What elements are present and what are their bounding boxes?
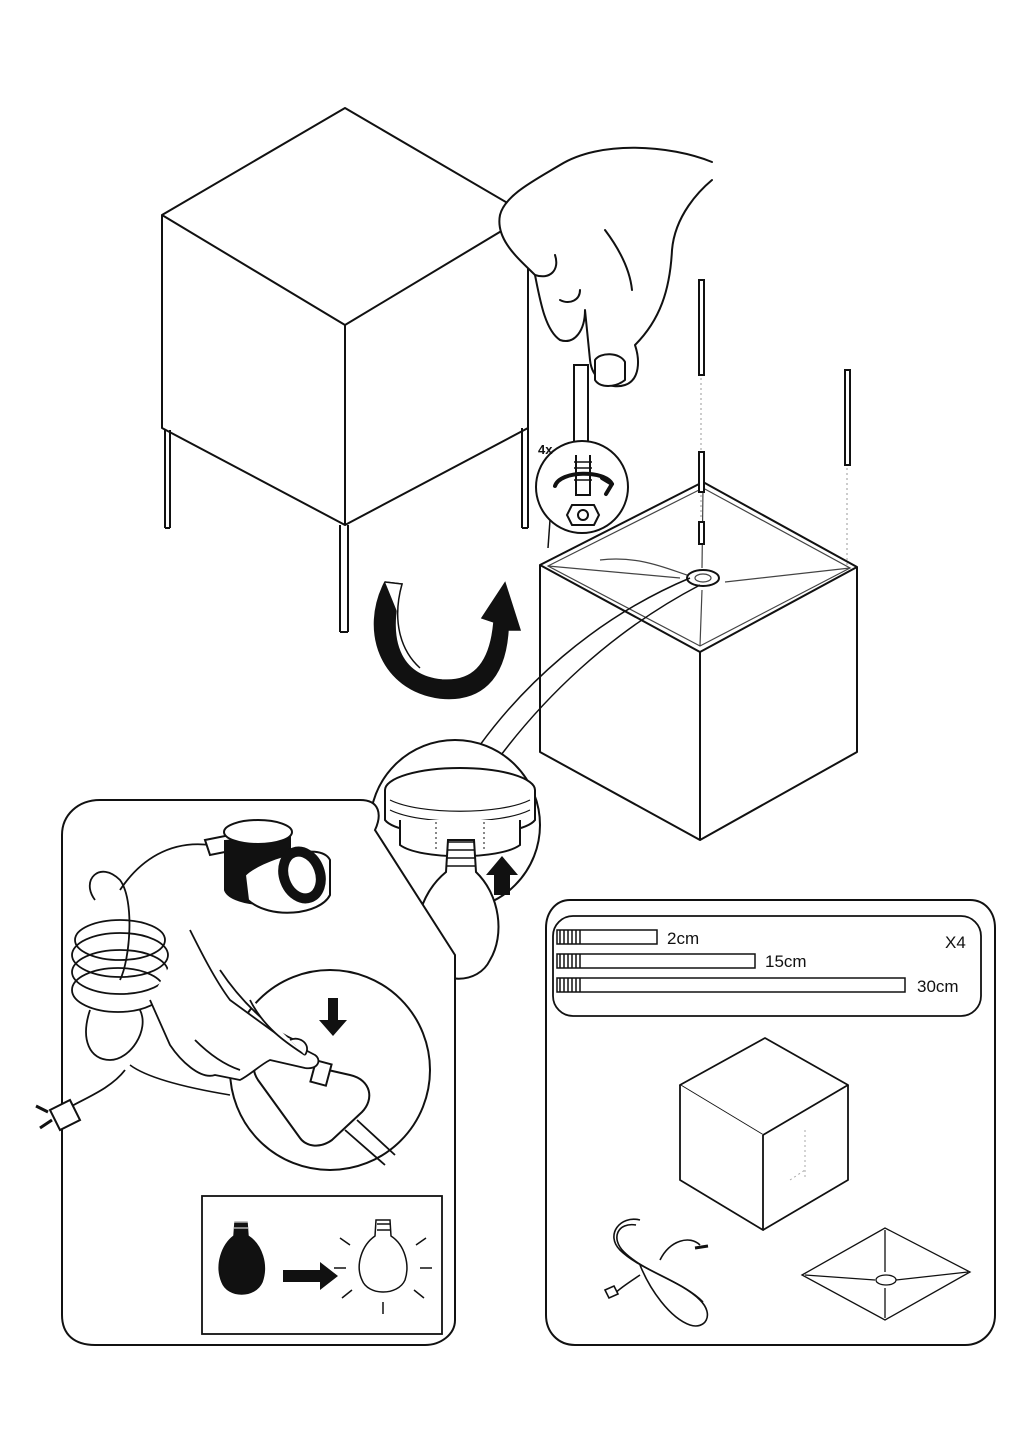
rod-2cm [556, 929, 658, 945]
switch-panel [35, 799, 456, 1346]
quantity-label: 4x [538, 442, 553, 457]
lamp-shade-inverted [539, 481, 858, 841]
light-bulb-icon [334, 1219, 432, 1314]
right-arrow-icon [283, 1262, 338, 1290]
lamp-shade-assembled [161, 107, 529, 633]
rod-30cm [556, 977, 906, 993]
flip-arrow-icon [373, 581, 522, 700]
nut-detail-callout [535, 440, 629, 549]
down-arrow-icon [319, 998, 347, 1036]
hand-icon [149, 929, 320, 1081]
cable-path [479, 577, 701, 771]
rod-30cm-label: 30cm [917, 977, 959, 996]
socket [203, 819, 331, 914]
cord-part [603, 1218, 709, 1327]
parts-panel: 2cm 15cm 30cm X4 [545, 899, 996, 1346]
rod-15cm-label: 15cm [765, 952, 807, 971]
rod-15cm [556, 953, 756, 969]
multiplier-label: X4 [945, 933, 966, 952]
up-arrow-icon [486, 856, 518, 895]
plug-icon [603, 1284, 620, 1300]
light-bulb-icon [218, 1221, 266, 1295]
rotate-arrow-icon [553, 471, 614, 496]
bulb-on-off-box [201, 1195, 443, 1335]
leg-rods [698, 279, 851, 545]
plug-icon [35, 1098, 82, 1132]
hand-icon [498, 146, 713, 388]
lamp-shade-part [679, 1037, 849, 1231]
rod-2cm-label: 2cm [667, 929, 699, 948]
wire-frame-part [800, 1227, 972, 1321]
